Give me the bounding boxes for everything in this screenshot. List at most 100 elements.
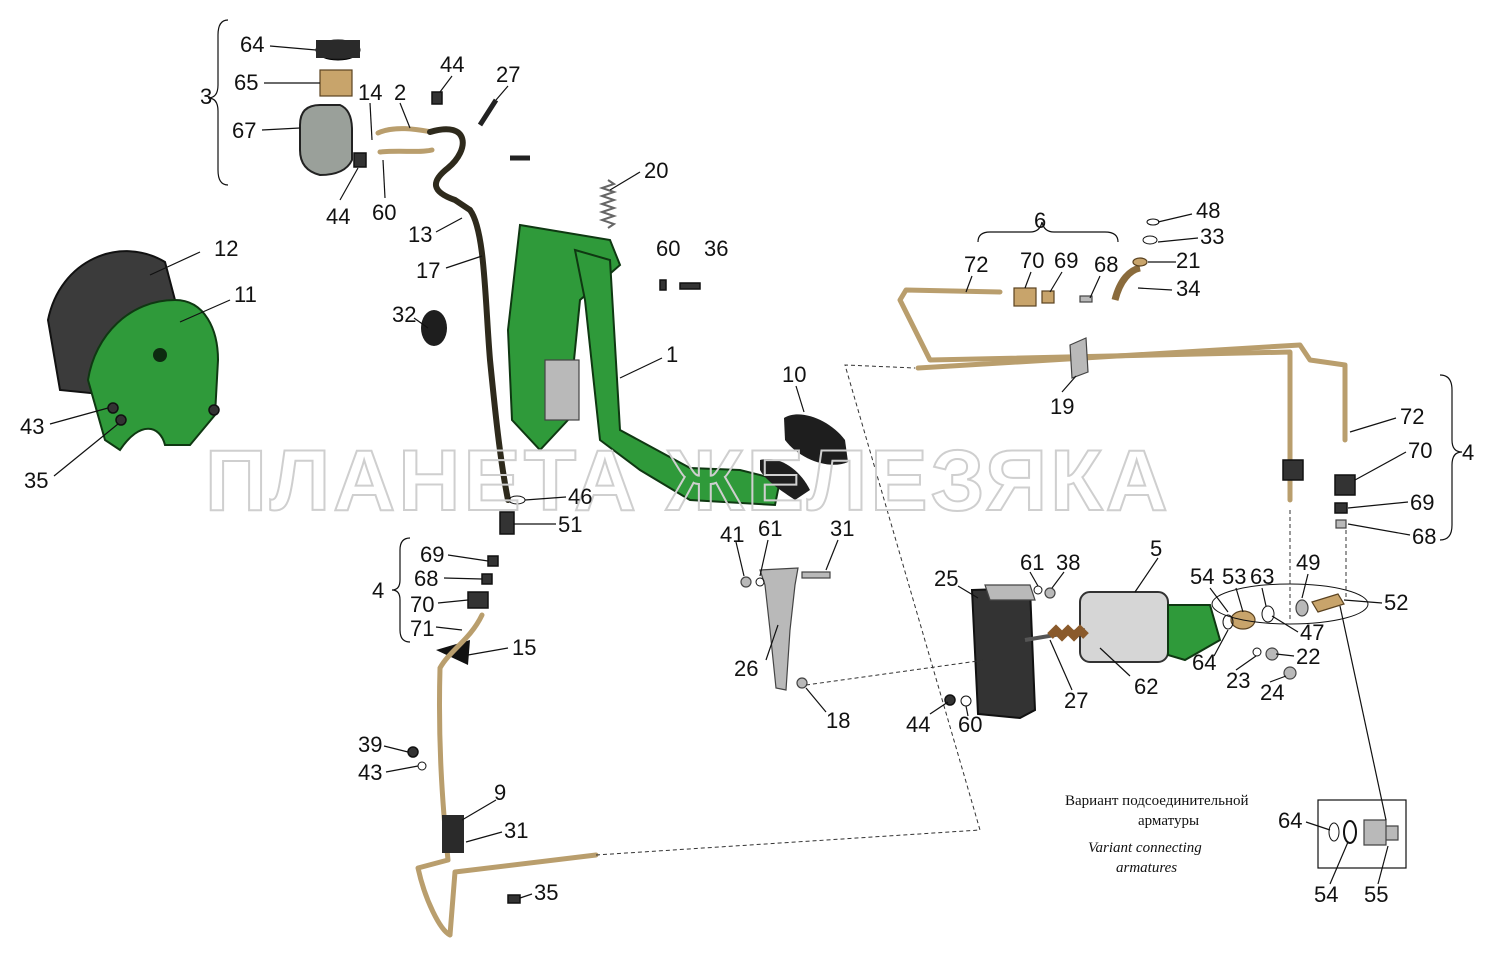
bolt-43-left xyxy=(107,402,119,414)
bolt-36 xyxy=(679,282,701,290)
lead-14 xyxy=(369,102,373,141)
lead-34 xyxy=(1137,287,1173,291)
slave-cylinder-assembly xyxy=(944,583,1369,720)
connection-lines xyxy=(595,364,1347,856)
reservoir-tank xyxy=(299,104,353,177)
reservoir-filter xyxy=(319,69,353,97)
lead-55 xyxy=(1377,845,1389,885)
lead-44b xyxy=(339,167,359,201)
lead-31b xyxy=(465,831,503,843)
callout: 11 xyxy=(234,282,257,307)
nut-70-right-a xyxy=(1282,459,1304,481)
callout: 35 xyxy=(24,468,48,493)
nut-70-right-b xyxy=(1334,474,1356,496)
pedal-10-pad xyxy=(784,414,848,465)
inset-ring-54 xyxy=(1343,820,1357,844)
callout: 64 xyxy=(1192,650,1216,675)
lead-33 xyxy=(1157,237,1199,243)
bracket-tube-13 xyxy=(427,126,473,213)
lead-39 xyxy=(383,745,409,753)
callout: 48 xyxy=(1196,198,1220,223)
washer-61 xyxy=(755,577,765,587)
leader-lines xyxy=(49,45,1411,899)
callout: 19 xyxy=(1050,394,1074,419)
bolt-24 xyxy=(1283,666,1297,680)
callout: 12 xyxy=(214,236,238,261)
nut-69-right xyxy=(1334,502,1348,514)
lower-line-left xyxy=(407,495,599,938)
callout: 35 xyxy=(534,880,558,905)
callout: 43 xyxy=(358,760,382,785)
cover-11 xyxy=(86,298,220,452)
dash-1 xyxy=(595,364,981,856)
reservoir-cap-body xyxy=(316,40,360,58)
lead-46 xyxy=(524,496,567,501)
group-braces xyxy=(207,19,1463,643)
lead-35b xyxy=(519,893,533,899)
callout: 60 xyxy=(656,236,680,261)
lead-69a xyxy=(1049,271,1063,293)
callout: 67 xyxy=(232,118,256,143)
lead-68b xyxy=(1347,523,1411,536)
pedal-1-arm xyxy=(573,248,782,507)
nut-41 xyxy=(740,576,752,588)
callout: 52 xyxy=(1384,590,1408,615)
caption-en-line2: armatures xyxy=(1116,860,1177,876)
lead-64b xyxy=(1213,629,1229,657)
callout: 69 xyxy=(1410,490,1434,515)
callout: 68 xyxy=(414,566,438,591)
washer-61-bracket xyxy=(1033,585,1043,595)
lead-41 xyxy=(735,541,745,577)
callout: 6 xyxy=(1034,208,1046,233)
callout: 26 xyxy=(734,656,758,681)
lead-72a xyxy=(965,275,973,293)
callout: 4 xyxy=(1462,440,1474,465)
lead-2 xyxy=(399,102,411,129)
lead-19 xyxy=(1061,375,1077,393)
ring-33 xyxy=(1142,235,1158,245)
bolt-38 xyxy=(1044,587,1056,599)
upper-lines xyxy=(897,218,1356,529)
washer-49 xyxy=(1295,599,1309,617)
callout: 34 xyxy=(1176,276,1200,301)
ring-63 xyxy=(1261,605,1275,623)
callout: 69 xyxy=(1054,248,1078,273)
callout: 39 xyxy=(358,732,382,757)
washer-23 xyxy=(1252,647,1262,657)
lead-64c xyxy=(1305,821,1331,831)
pedal-pad-lower xyxy=(760,459,810,500)
lead-63 xyxy=(1261,587,1267,607)
washer-60-bottom xyxy=(960,695,972,707)
callout: 70 xyxy=(1020,248,1044,273)
nut-39 xyxy=(407,746,419,758)
caption-ru-line1: Вариант подсоединительной xyxy=(1065,793,1249,809)
caption-en-line1: Variant connecting xyxy=(1088,840,1202,856)
lead-64a xyxy=(269,45,317,51)
cylinder-5-valve xyxy=(1167,604,1222,662)
callout: 68 xyxy=(1094,252,1118,277)
lead-38 xyxy=(1051,571,1065,589)
lead-43a xyxy=(49,407,109,425)
callout: 70 xyxy=(1408,438,1432,463)
callout: 44 xyxy=(906,712,930,737)
ring-64 xyxy=(1222,614,1234,630)
variant-caption: Вариант подсоединительной арматуры Varia… xyxy=(1065,793,1249,876)
lead-23 xyxy=(1235,655,1257,671)
lead-52-inset xyxy=(1339,605,1387,821)
tube-upper-2 xyxy=(915,342,1348,443)
nut-70-left xyxy=(467,591,489,609)
callout: 33 xyxy=(1200,224,1224,249)
lead-67 xyxy=(261,127,301,131)
callout: 38 xyxy=(1056,550,1080,575)
callout: 51 xyxy=(558,512,582,537)
callout: 1 xyxy=(666,342,678,367)
watermark: ПЛАНЕТА ЖЕЛЕЗЯКА xyxy=(205,433,1171,529)
lead-12 xyxy=(149,251,201,276)
bolt-31 xyxy=(801,571,831,579)
lead-60a xyxy=(382,159,386,199)
callout: 23 xyxy=(1226,668,1250,693)
lead-72b xyxy=(1349,417,1397,433)
callout: 27 xyxy=(1064,688,1088,713)
lead-43b xyxy=(385,765,419,773)
bracket-25 xyxy=(970,586,1037,720)
